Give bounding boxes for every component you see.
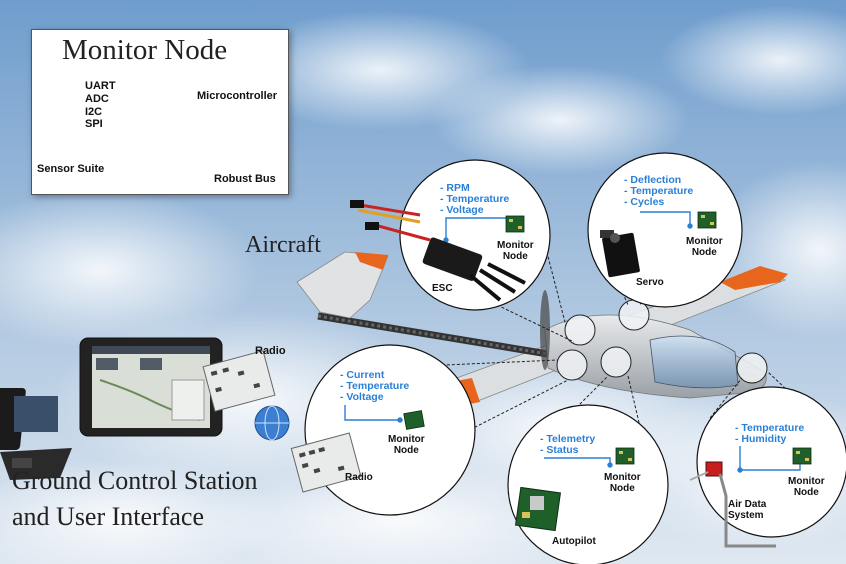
sensor-suite-label: Sensor Suite [37,163,105,175]
callout-connectors [344,211,801,473]
ground-station-tablet [79,337,223,437]
propeller [540,290,550,370]
callout-circles [304,152,846,564]
servo-bullet-cycles: - Cycles [624,196,665,208]
aircraft-label: Aircraft [245,232,321,258]
airdata-bullet-temperature: - Temperature [735,422,805,434]
ground-station-title-line2: and User Interface [12,502,204,531]
radio-label: Radio [345,472,373,483]
esc-label: ESC [432,283,453,294]
esc-marker [564,314,596,346]
ground-radio-label: Radio [255,345,286,357]
servo-bullet-deflection: - Deflection [624,174,682,186]
airdata-bullet-humidity: - Humidity [735,433,787,445]
autopilot-bullet-status: - Status [540,444,579,456]
esc-device [350,200,526,302]
component-markers [556,299,768,384]
autopilot-marker [600,346,632,378]
radio-bullet-temperature: - Temperature [340,380,410,392]
radio-bullet-current: - Current [340,369,385,381]
ground-radio-module [202,350,276,412]
ground-station-laptop [0,388,72,480]
airdata-callout [696,386,846,538]
vertical-tail [296,251,389,319]
monitor-node-panel [31,29,289,195]
radio-device [290,432,362,493]
radio-marker [556,349,588,381]
esc-bullet-temperature: - Temperature [440,193,510,205]
servo-device [600,230,640,278]
canopy [649,335,739,389]
servo-bullet-temperature: - Temperature [624,185,694,197]
esc-callout [399,159,551,311]
autopilot-device [514,486,562,532]
right-wingtip [720,266,788,290]
radio-bullet-voltage: - Voltage [340,391,384,403]
ground-station-title-line1: Ground Control Station [12,466,258,495]
servo-label: Servo [636,277,664,288]
autopilot-label: Autopilot [552,536,596,547]
interface-adc: ADC [85,93,109,105]
air-data-device [689,461,776,548]
globe-icon [254,405,290,441]
interface-spi: SPI [85,118,103,130]
radio-callout [304,344,476,516]
airdata-marker [736,352,768,384]
interface-i2c: I2C [85,106,103,118]
monitor-node-title: Monitor Node [62,34,228,66]
robust-bus-label: Robust Bus [214,173,276,185]
interface-uart: UART [85,80,116,92]
esc-bullet-rpm: - RPM [440,182,470,194]
esc-bullet-voltage: - Voltage [440,204,484,216]
microcontroller-label: Microcontroller [197,90,278,102]
autopilot-bullet-telemetry: - Telemetry [540,433,596,445]
